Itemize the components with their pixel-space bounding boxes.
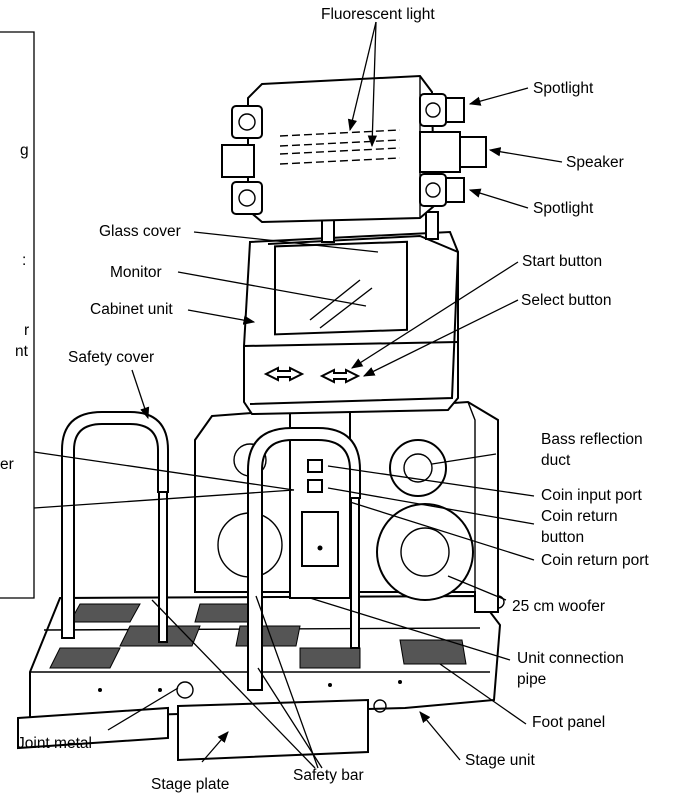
safety-bar-label: Safety bar [293,767,364,784]
safety-bar-left-rod [158,491,168,643]
leader-lines [33,21,563,769]
coin-return-button-label-line2: button [541,529,584,546]
cut-text-fragment: r [24,322,29,339]
speaker-label: Speaker [566,154,624,171]
cabinet-unit-label: Cabinet unit [90,301,173,318]
arrow-buttons [263,366,361,384]
glass-cover-label: Glass cover [99,223,181,240]
woofer-label: 25 cm woofer [512,598,605,615]
spotlight-top-label: Spotlight [533,80,594,97]
select-button-label: Select button [521,292,611,309]
cut-text-fragment: nt [15,343,29,360]
joint-metal-label: Joint metal [17,735,92,752]
cut-text-fragment: : [22,252,26,269]
coin-return-button-label-line1: Coin return [541,508,618,525]
spotlight-bottom-label: Spotlight [533,200,594,217]
left-callout-box [0,31,35,599]
unit-connection-pipe-label-line1: Unit connection [517,650,624,667]
cut-text-fragment: g [20,142,29,159]
cabinet-unit [243,230,460,416]
top-unit [221,74,487,224]
monitor-label: Monitor [110,264,162,281]
unit-connection-pipe-label-line2: pipe [517,671,546,688]
safety-bar-right-rod [350,497,360,649]
speaker-box [194,400,499,613]
coin-panel [289,439,351,599]
coin-input-port-label: Coin input port [541,487,643,504]
cut-text-fragment: er [0,456,14,473]
foot-panel-label: Foot panel [532,714,605,731]
coin-return-port-label: Coin return port [541,552,649,569]
safety-cover-label: Safety cover [68,349,154,366]
stage-plate-label: Stage plate [151,776,229,793]
start-button-label: Start button [522,253,602,270]
bass-reflection-duct-label-line2: duct [541,452,571,469]
stage-unit-label: Stage unit [465,752,535,769]
fluorescent-light-label: Fluorescent light [321,6,435,23]
pillar [425,211,439,240]
bass-reflection-duct-label-line1: Bass reflection [541,431,643,448]
